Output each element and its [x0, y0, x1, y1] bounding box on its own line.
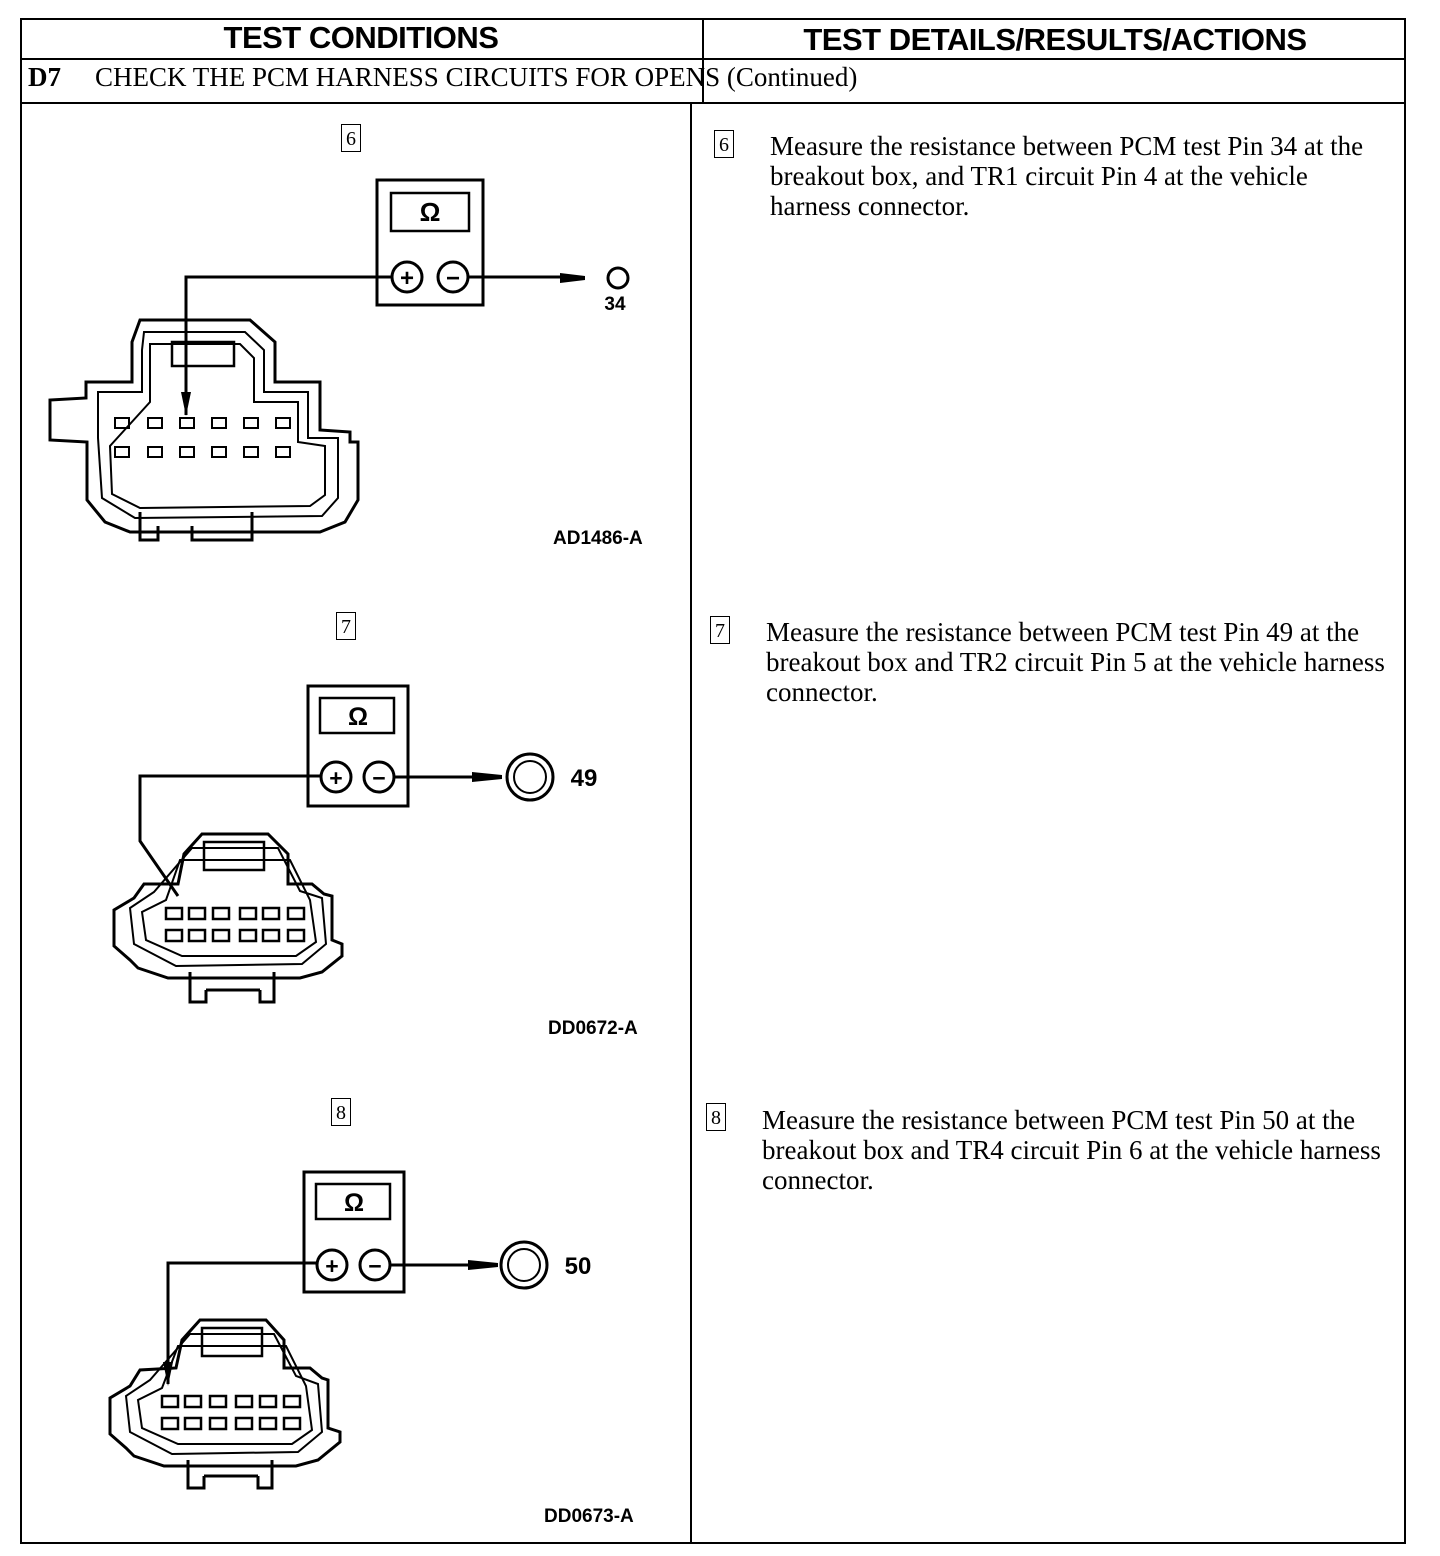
- positive-test-lead: [184, 275, 392, 415]
- header-test-conditions: TEST CONDITIONS: [223, 20, 499, 55]
- diagram-step-8: Ω + − 50: [108, 1170, 592, 1490]
- connector-latch: [200, 1326, 264, 1358]
- breakout-box-pin-icon: [505, 752, 555, 802]
- step-title-text: CHECK THE PCM HARNESS CIRCUITS FOR OPENS…: [95, 62, 858, 92]
- instruction-step-number-6: 6: [714, 130, 734, 158]
- ohm-symbol: Ω: [348, 703, 368, 731]
- pin-label-49: 49: [571, 765, 598, 792]
- positive-test-lead: [138, 774, 321, 897]
- plus-symbol: +: [400, 265, 414, 292]
- connector-tabs: [138, 512, 254, 542]
- ohmmeter-display: [318, 696, 396, 735]
- breakout-box-pin-icon: [606, 266, 630, 290]
- instruction-step-number-7: 7: [710, 616, 730, 644]
- ohm-symbol: Ω: [420, 197, 441, 227]
- ohmmeter-display: [314, 1182, 392, 1221]
- header-test-details: TEST DETAILS/RESULTS/ACTIONS: [803, 22, 1307, 57]
- figure-step-number-7: 7: [336, 612, 356, 640]
- figure-step-number-8: 8: [331, 1098, 351, 1126]
- body-column-divider: [690, 102, 692, 1544]
- minus-symbol: −: [446, 265, 460, 292]
- figure-id-7: DD0672-A: [548, 1018, 638, 1039]
- ohm-symbol: Ω: [344, 1189, 364, 1217]
- figure-id-8: DD0673-A: [544, 1506, 634, 1527]
- figure-step-number-6: 6: [341, 124, 361, 152]
- plus-symbol: +: [325, 1253, 338, 1279]
- harness-connector-outline: [48, 318, 360, 534]
- ohmmeter: [306, 684, 410, 808]
- diagram-step-6: Ω + − 34: [48, 178, 630, 542]
- ohmmeter: [375, 178, 485, 307]
- plus-terminal-icon: [315, 1248, 349, 1282]
- instruction-text-7: Measure the resistance between PCM test …: [766, 617, 1385, 707]
- minus-symbol: −: [372, 765, 385, 791]
- connector-tabs: [186, 1460, 274, 1490]
- procedure-table: [20, 18, 1406, 1544]
- instruction-step-number-8: 8: [706, 1103, 726, 1131]
- ohmmeter-display: [389, 191, 471, 233]
- ohmmeter: [302, 1170, 406, 1294]
- instruction-text-8: Measure the resistance between PCM test …: [762, 1105, 1381, 1195]
- diagram-step-7: Ω + − 49: [112, 684, 598, 1004]
- pin-label-34: 34: [604, 294, 626, 315]
- step-title-divider: [20, 102, 1406, 104]
- connector-latch: [170, 340, 236, 368]
- header-divider: [20, 58, 1406, 60]
- step-code: D7: [28, 62, 61, 92]
- breakout-box-pin-icon: [499, 1240, 549, 1290]
- instruction-text-6: Measure the resistance between PCM test …: [770, 131, 1364, 221]
- pin-label-50: 50: [565, 1253, 592, 1280]
- plus-symbol: +: [329, 765, 342, 791]
- figure-id-6: AD1486-A: [553, 528, 643, 549]
- positive-test-lead: [166, 1261, 317, 1384]
- harness-connector-outline: [112, 832, 344, 980]
- step-title: D7 CHECK THE PCM HARNESS CIRCUITS FOR OPE…: [28, 62, 857, 93]
- connector-latch: [202, 840, 266, 872]
- header-column-divider: [702, 18, 704, 104]
- minus-symbol: −: [368, 1253, 381, 1279]
- connector-tabs: [188, 972, 276, 1004]
